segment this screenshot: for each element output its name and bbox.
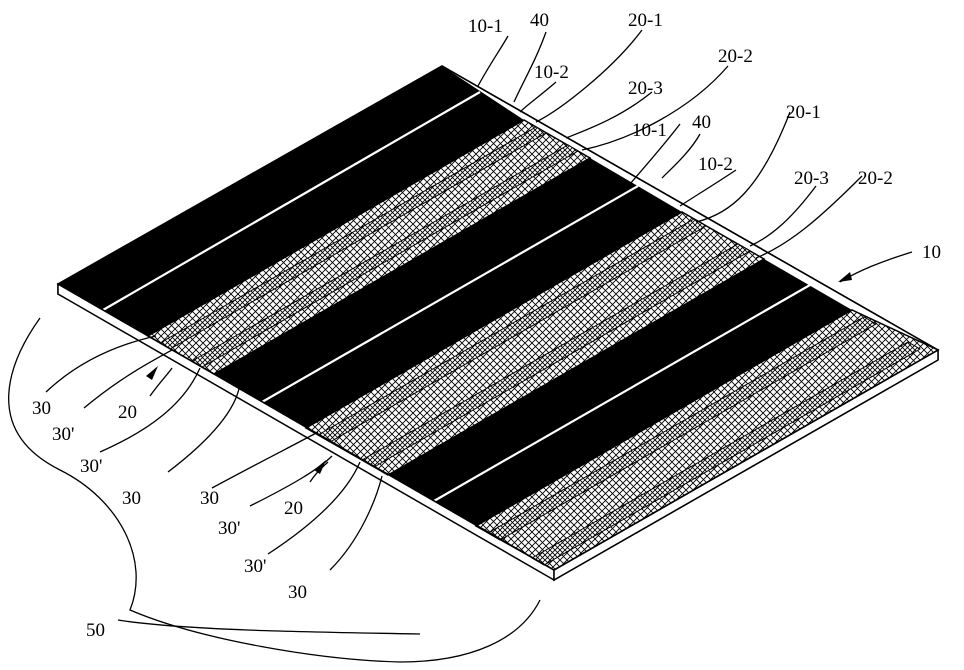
label-20-3-a: 20-3 [628,78,663,99]
label-20-a: 20 [118,402,137,423]
label-20-2-b: 20-2 [858,168,893,189]
arrow-10 [838,272,852,282]
label-10-2-b: 10-2 [698,154,733,175]
label-10-1-b: 10-1 [632,120,667,141]
label-30p-c: 30' [218,518,240,539]
label-20-1-b: 20-1 [786,102,821,123]
label-30-b: 30 [122,488,141,509]
label-20-b: 20 [284,498,303,519]
label-50: 50 [86,620,105,641]
label-40-a: 40 [530,10,549,31]
label-20-1-a: 20-1 [628,10,663,31]
label-30p-d: 30' [244,556,266,577]
label-10-1-a: 10-1 [468,16,503,37]
label-30-c: 30 [200,488,219,509]
label-20-2-a: 20-2 [718,46,753,67]
label-30p-b: 30' [80,456,102,477]
label-30-a: 30 [32,398,51,419]
label-30-d: 30 [288,582,307,603]
arrow-20-right [314,460,326,474]
arrow-20-left [146,366,158,380]
label-40-b: 40 [692,112,711,133]
label-10-2-a: 10-2 [534,62,569,83]
label-30p-a: 30' [52,424,74,445]
label-10: 10 [922,242,941,263]
label-20-3-b: 20-3 [794,168,829,189]
